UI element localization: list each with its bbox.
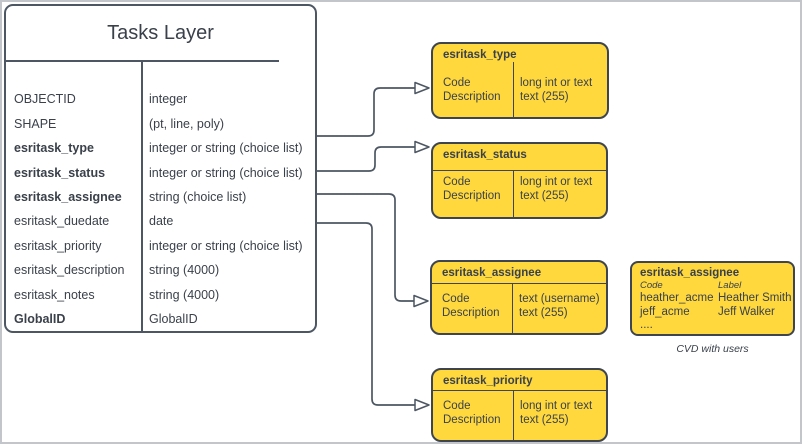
- field-list: OBJECTID integer SHAPE (pt, line, poly) …: [6, 87, 315, 331]
- open-arrowhead-icon: [413, 294, 429, 308]
- domain-key: Code: [443, 77, 471, 89]
- domain-types: long int or text text (255): [520, 400, 592, 427]
- domain-column-divider: [513, 170, 514, 217]
- open-arrowhead-icon: [414, 398, 430, 412]
- tasks-layer-title: Tasks Layer: [107, 22, 214, 44]
- field-name: esritask_notes: [14, 287, 95, 302]
- domain-types: long int or text text (255): [520, 176, 592, 203]
- field-name: SHAPE: [14, 116, 57, 131]
- domain-type: long int or text: [520, 77, 593, 89]
- field-row-shape: SHAPE (pt, line, poly): [6, 111, 315, 135]
- field-row-esritask-type: esritask_type integer or string (choice …: [6, 136, 315, 160]
- field-row-objectid: OBJECTID integer: [6, 87, 315, 111]
- domain-title-divider: [432, 283, 606, 284]
- field-name: GlobalID: [14, 312, 66, 327]
- cvd-users-box: esritask_assignee Code Label heather_acm…: [630, 261, 795, 336]
- domain-title-divider: [433, 170, 606, 171]
- domain-type: long int or text: [520, 400, 593, 412]
- cvd-code: heather_acme: [640, 292, 714, 304]
- domain-type: text (username): [519, 293, 600, 305]
- domain-key: Description: [443, 90, 501, 103]
- domain-column-divider: [512, 283, 513, 333]
- domain-type: text (255): [519, 306, 568, 319]
- cvd-caption: CVD with users: [676, 343, 749, 355]
- domain-box-esritask-priority: esritask_priority Code Description long …: [431, 368, 608, 442]
- field-type: integer or string (choice list): [149, 141, 303, 156]
- field-type: integer: [149, 92, 188, 107]
- field-row-esritask-priority: esritask_priority integer or string (cho…: [6, 234, 315, 258]
- field-name: esritask_priority: [14, 238, 102, 253]
- field-row-esritask-status: esritask_status integer or string (choic…: [6, 160, 315, 184]
- domain-key: Code: [442, 293, 470, 305]
- field-name: esritask_assignee: [14, 189, 122, 204]
- domain-box-esritask-type: esritask_type Code Description long int …: [431, 42, 609, 119]
- domain-keys: Code Description: [442, 293, 500, 320]
- domain-column-divider: [513, 62, 514, 117]
- field-type: GlobalID: [149, 312, 198, 327]
- field-type: integer or string (choice list): [149, 165, 303, 180]
- domain-keys: Code Description: [443, 176, 501, 203]
- field-type: (pt, line, poly): [149, 116, 225, 131]
- column-divider: [141, 60, 143, 331]
- domain-type: long int or text: [520, 176, 593, 188]
- domain-key: Code: [443, 400, 471, 412]
- domain-key: Description: [442, 306, 500, 319]
- cvd-label: Jeff Walker: [718, 305, 775, 318]
- field-row-esritask-notes: esritask_notes string (4000): [6, 283, 315, 307]
- domain-title-divider: [433, 390, 606, 391]
- tasks-layer-box: Tasks Layer OBJECTID integer SHAPE (pt, …: [4, 4, 317, 333]
- domain-types: text (username) text (255): [519, 293, 600, 320]
- field-type: integer or string (choice list): [149, 238, 303, 253]
- domain-keys: Code Description: [443, 400, 501, 427]
- field-row-esritask-duedate: esritask_duedate date: [6, 209, 315, 233]
- connector-esritask-assignee: [315, 193, 415, 302]
- connector-esritask-status: [315, 146, 415, 172]
- cvd-header-code: Code: [640, 280, 663, 291]
- cvd-code: jeff_acme: [640, 305, 690, 318]
- domain-key: Code: [443, 176, 471, 188]
- domain-title: esritask_type: [443, 49, 517, 61]
- field-row-esritask-description: esritask_description string (4000): [6, 258, 315, 282]
- domain-box-esritask-assignee: esritask_assignee Code Description text …: [430, 260, 608, 335]
- connector-esritask-type: [315, 87, 415, 137]
- field-row-globalid: GlobalID GlobalID: [6, 307, 315, 331]
- cvd-ellipsis: ....: [640, 319, 653, 331]
- domain-title: esritask_status: [443, 149, 527, 161]
- domain-keys: Code Description: [443, 77, 501, 104]
- field-name: esritask_status: [14, 165, 106, 180]
- domain-title: esritask_assignee: [442, 267, 542, 279]
- domain-column-divider: [513, 390, 514, 440]
- domain-key: Description: [443, 189, 501, 202]
- connector-esritask-priority: [315, 222, 415, 406]
- domain-key: Description: [443, 413, 501, 426]
- field-type: string (choice list): [149, 189, 247, 204]
- field-type: string (4000): [149, 263, 220, 278]
- field-type: date: [149, 214, 174, 229]
- field-type: string (4000): [149, 287, 220, 302]
- open-arrowhead-icon: [414, 140, 430, 154]
- open-arrowhead-icon: [414, 81, 430, 95]
- cvd-title: esritask_assignee: [640, 267, 740, 279]
- domain-type: text (255): [520, 90, 569, 103]
- domain-type: text (255): [520, 413, 569, 426]
- domain-box-esritask-status: esritask_status Code Description long in…: [431, 142, 608, 219]
- domain-title: esritask_priority: [443, 375, 533, 387]
- field-name: esritask_type: [14, 141, 94, 156]
- field-row-esritask-assignee: esritask_assignee string (choice list): [6, 185, 315, 209]
- domain-types: long int or text text (255): [520, 77, 592, 104]
- field-name: esritask_description: [14, 263, 125, 278]
- cvd-table: Code Label heather_acme Heather Smith je…: [640, 280, 793, 319]
- cvd-label: Heather Smith: [718, 292, 792, 304]
- field-name: esritask_duedate: [14, 214, 110, 229]
- domain-type: text (255): [520, 189, 569, 202]
- field-name: OBJECTID: [14, 92, 76, 107]
- cvd-header-label: Label: [718, 280, 742, 291]
